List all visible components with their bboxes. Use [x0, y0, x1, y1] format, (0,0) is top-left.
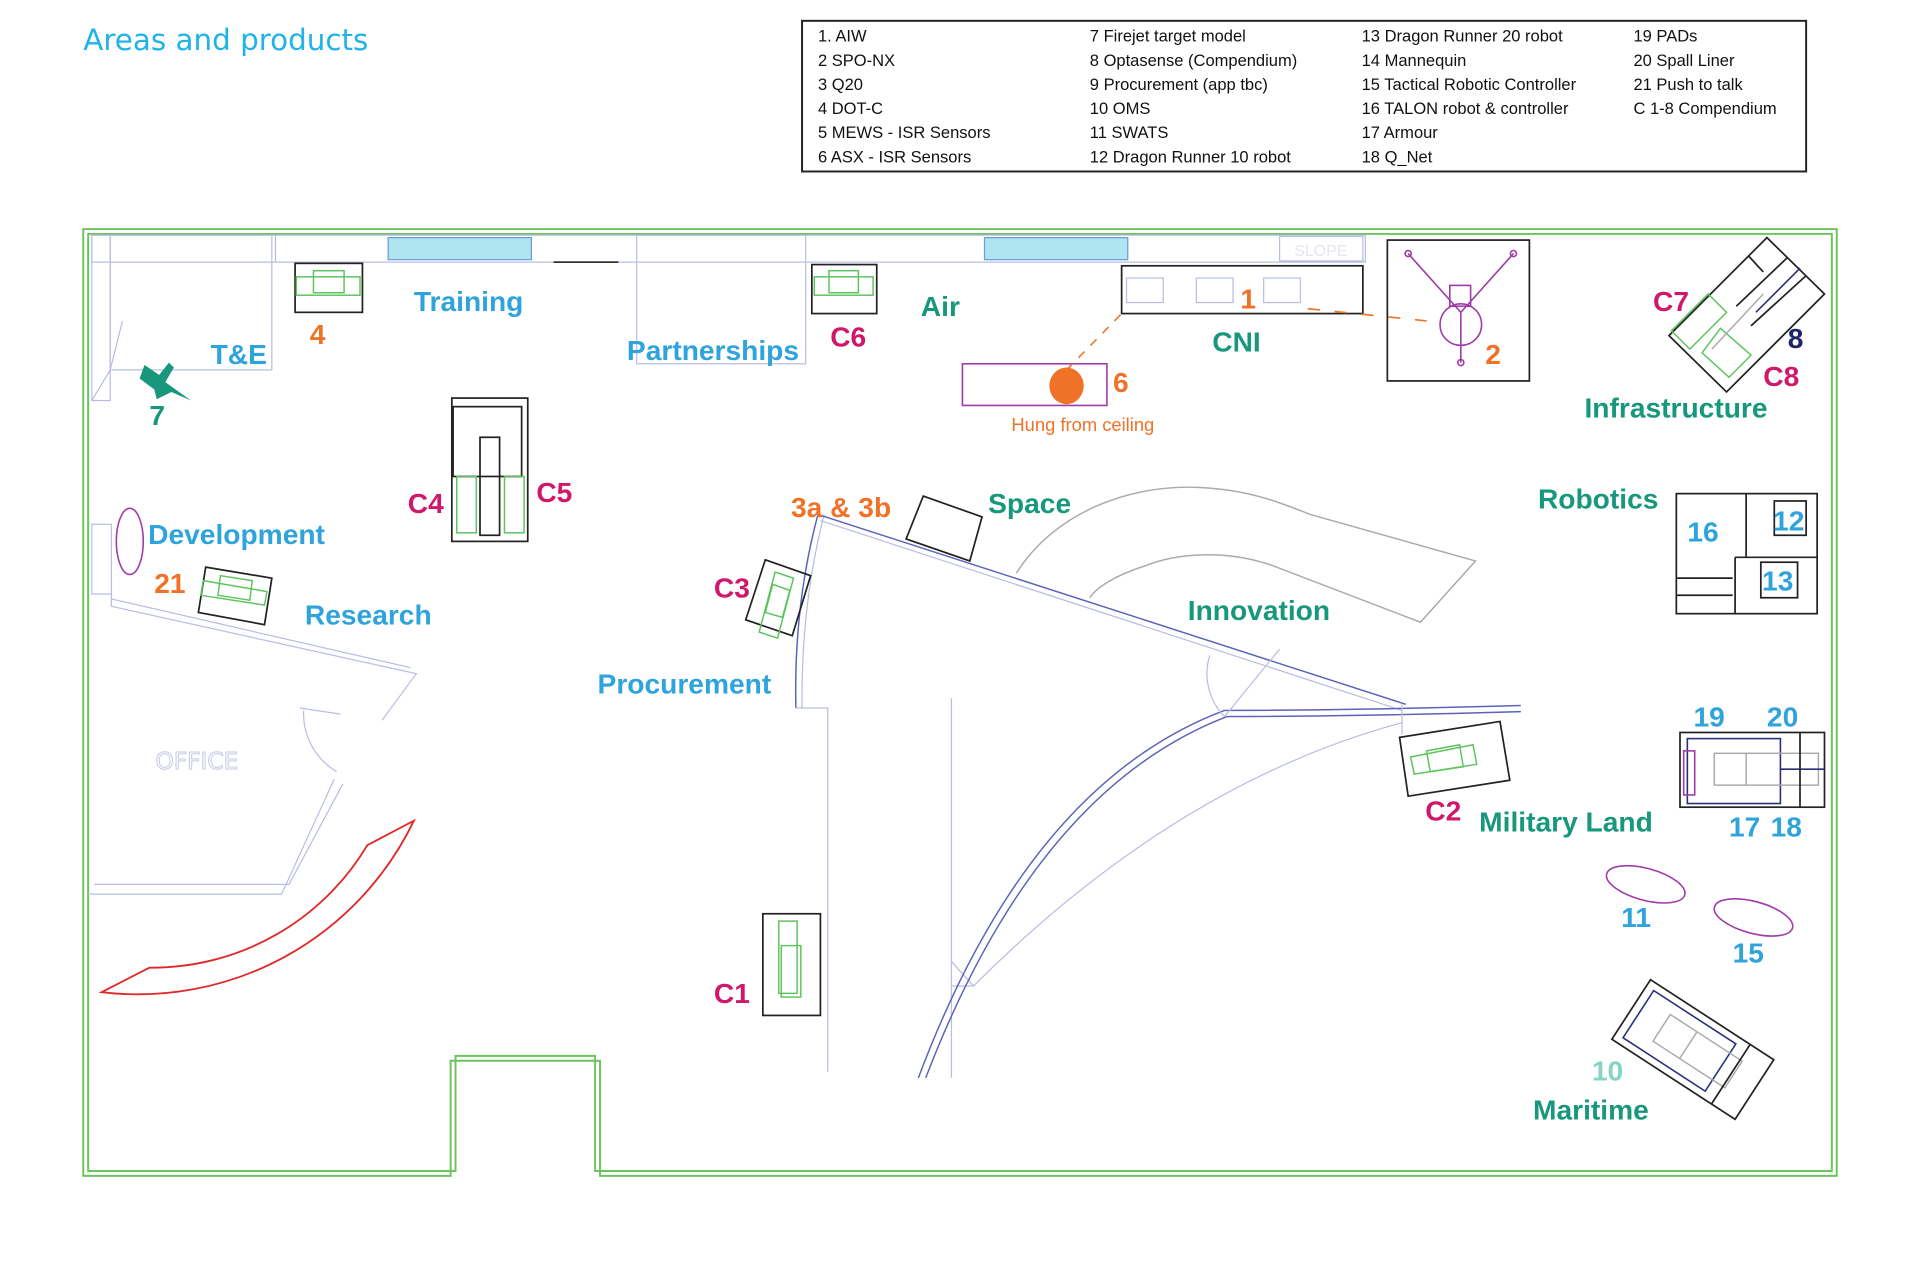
marker-1: 1	[1240, 284, 1256, 315]
stand-c6	[810, 263, 878, 315]
marker-16: 16	[1687, 516, 1718, 547]
legend-entry: 16 TALON robot & controller	[1362, 99, 1569, 118]
marker-c6: C6	[830, 322, 866, 353]
stand-c1	[762, 912, 822, 1017]
stand-3	[904, 494, 984, 563]
area-te: T&E	[211, 339, 267, 370]
legend-entry: 6 ASX - ISR Sensors	[818, 147, 971, 166]
curved-counter	[98, 818, 416, 996]
marker-11: 11	[1621, 902, 1651, 933]
page-title: Areas and products	[83, 23, 368, 57]
area-infrastructure: Infrastructure	[1584, 393, 1767, 424]
area-development: Development	[148, 519, 325, 550]
central-walls	[794, 513, 1521, 1079]
legend-entry: 3 Q20	[818, 75, 863, 94]
marker-c7: C7	[1653, 286, 1689, 317]
stand-15-ellipse	[1713, 898, 1794, 937]
area-training: Training	[414, 286, 523, 317]
area-cni: CNI	[1212, 327, 1260, 358]
legend-entry: 13 Dragon Runner 20 robot	[1362, 27, 1563, 46]
stand-c3	[744, 558, 812, 640]
legend-entry: 17 Armour	[1362, 123, 1439, 142]
legend-entry: 5 MEWS - ISR Sensors	[818, 123, 991, 142]
stand-4	[294, 262, 364, 314]
stand-development-ellipse	[115, 507, 145, 576]
stand-17-20	[1679, 731, 1826, 809]
marker-4: 4	[310, 319, 326, 350]
marker-8: 8	[1788, 323, 1804, 354]
legend-entry: 15 Tactical Robotic Controller	[1362, 75, 1577, 94]
legend-entry: 1. AIW	[818, 27, 867, 46]
legend-entry: 4 DOT-C	[818, 99, 883, 118]
legend-entry: 8 Optasense (Compendium)	[1090, 51, 1297, 70]
legend-entry: 9 Procurement (app tbc)	[1090, 75, 1268, 94]
office-walls: OFFICE	[88, 523, 418, 895]
stand-maritime	[1610, 978, 1775, 1121]
legend-entry: 10 OMS	[1090, 99, 1151, 118]
legend-entry: 2 SPO-NX	[818, 51, 895, 70]
legend-entry: 19 PADs	[1633, 27, 1697, 46]
stand-cni	[1120, 264, 1364, 315]
area-innovation: Innovation	[1188, 595, 1330, 626]
legend-entry: 11 SWATS	[1090, 123, 1169, 142]
stand-robotics	[1675, 492, 1818, 615]
ceiling-sensor-6	[961, 307, 1427, 407]
stand-c7-c8	[1667, 236, 1826, 394]
legend-entry: 12 Dragon Runner 10 robot	[1090, 147, 1291, 166]
legend-entry: 21 Push to talk	[1633, 75, 1743, 94]
marker-2: 2	[1485, 339, 1501, 370]
compendium-markers: C1 C2 C3 C4 C5 C6 C7 C8	[408, 286, 1800, 1009]
marker-21: 21	[154, 568, 185, 599]
marker-c1: C1	[714, 978, 750, 1009]
jet-icon	[139, 362, 192, 401]
area-robotics: Robotics	[1538, 483, 1658, 514]
hung-from-ceiling-note: Hung from ceiling	[1011, 414, 1154, 435]
glass-panel	[387, 237, 533, 261]
legend: 1. AIW 2 SPO-NX 3 Q20 4 DOT-C 5 MEWS - ISR S…	[801, 19, 1808, 173]
area-research: Research	[305, 600, 432, 631]
legend-box	[801, 19, 1808, 173]
marker-c2: C2	[1425, 796, 1461, 827]
legend-entry: 7 Firejet target model	[1090, 27, 1246, 46]
marker-18: 18	[1771, 812, 1802, 843]
marker-15: 15	[1733, 938, 1764, 969]
area-partnerships: Partnerships	[627, 335, 799, 366]
legend-entry: 20 Spall Liner	[1633, 51, 1734, 70]
marker-17: 17	[1729, 812, 1760, 843]
glass-panel	[983, 237, 1129, 261]
area-maritime: Maritime	[1533, 1095, 1649, 1126]
legend-entry: 18 Q_Net	[1362, 147, 1433, 166]
area-labels: Training T&E Partnerships Air CNI Infras…	[148, 286, 1767, 1125]
marker-13: 13	[1762, 565, 1793, 596]
top-rooms: SLOPE	[91, 234, 1366, 402]
floor-outline	[82, 228, 1838, 1177]
marker-19: 19	[1693, 701, 1724, 732]
marker-7: 7	[149, 400, 165, 431]
marker-3: 3a & 3b	[791, 492, 891, 523]
slope-label: SLOPE	[1294, 243, 1347, 260]
legend-entry: 14 Mannequin	[1362, 51, 1467, 70]
marker-6: 6	[1113, 367, 1129, 398]
area-air: Air	[921, 291, 960, 322]
marker-20: 20	[1767, 701, 1798, 732]
marker-c4: C4	[408, 488, 444, 519]
marker-c8: C8	[1763, 361, 1799, 392]
innovation-stand	[1015, 486, 1477, 624]
area-military-land: Military Land	[1479, 807, 1653, 838]
area-procurement: Procurement	[598, 668, 772, 699]
marker-10: 10	[1592, 1055, 1623, 1086]
stand-c2	[1398, 720, 1511, 798]
stand-11-ellipse	[1605, 864, 1686, 904]
stand-21	[197, 566, 273, 626]
marker-c5: C5	[536, 477, 572, 508]
stand-c4-c5	[450, 397, 529, 543]
marker-c3: C3	[714, 573, 750, 604]
office-label: OFFICE	[156, 748, 239, 775]
legend-entry: C 1-8 Compendium	[1633, 99, 1776, 118]
area-space: Space	[988, 488, 1071, 519]
stand-spo-nx	[1386, 239, 1531, 382]
marker-12: 12	[1773, 505, 1804, 536]
product-markers: 1 2 3a & 3b 4 6 Hung from ceiling 7 8 10…	[149, 284, 1804, 1087]
